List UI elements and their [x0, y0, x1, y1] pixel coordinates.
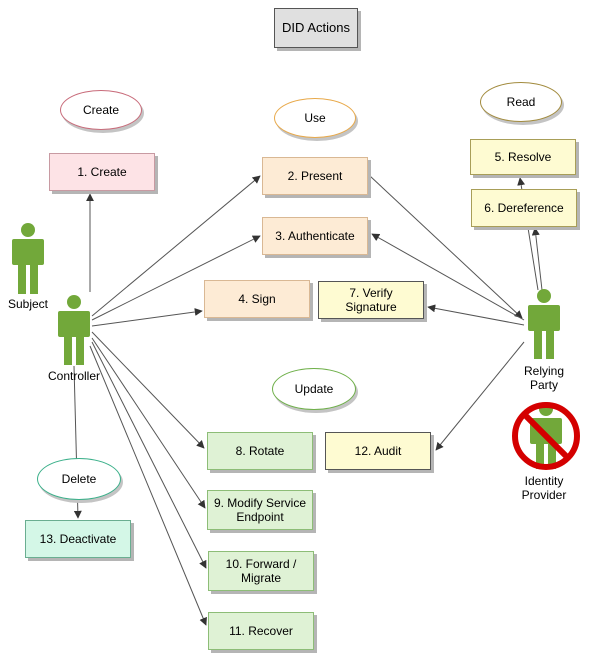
action-deactivate: 13. Deactivate: [25, 520, 131, 558]
action-resolve: 5. Resolve: [470, 139, 576, 175]
group-read-ellipse: Read: [480, 82, 562, 122]
action-authenticate: 3. Authenticate: [262, 217, 368, 255]
group-create-ellipse: Create: [60, 90, 142, 130]
action-create: 1. Create: [49, 153, 155, 191]
action-rotate: 8. Rotate: [207, 432, 313, 470]
identity-provider-label: Identity Provider: [521, 474, 567, 502]
action-forward-migrate: 10. Forward / Migrate: [208, 551, 314, 591]
action-present: 2. Present: [262, 157, 368, 195]
subject-actor-icon: [12, 223, 44, 294]
edge-controller-present: [91, 175, 261, 317]
action-recover: 11. Recover: [208, 612, 314, 650]
edge-relyingparty-audit: [435, 341, 525, 451]
action-sign: 4. Sign: [204, 280, 310, 318]
group-delete-ellipse: Delete: [37, 458, 121, 500]
action-verify-signature: 7. Verify Signature: [318, 281, 424, 319]
edge-relyingparty-verify: [427, 304, 525, 326]
group-use-ellipse: Use: [274, 98, 356, 138]
edge-controller-sign: [91, 308, 203, 327]
edge-controller-authenticate: [91, 235, 261, 321]
relying-party-label: Relying Party: [523, 364, 565, 392]
controller-actor-icon: [58, 295, 90, 365]
identity-provider-prohibited-icon: [512, 402, 580, 470]
relying-party-actor-icon: [528, 289, 560, 359]
edge-controller-forward: [91, 341, 207, 569]
group-update-ellipse: Update: [272, 368, 356, 410]
action-modify-service-endpoint: 9. Modify Service Endpoint: [207, 490, 313, 530]
edge-controller-rotate: [91, 331, 205, 449]
subject-label: Subject: [7, 297, 49, 311]
edge-relyingparty-authenticate: [371, 233, 525, 321]
edge-relyingparty-dereference: [531, 227, 543, 291]
edge-present-relyingparty: [369, 175, 523, 319]
action-dereference: 6. Dereference: [471, 189, 577, 227]
edge-controller-modify: [91, 337, 206, 509]
edge-controller-recover: [89, 345, 207, 626]
controller-label: Controller: [47, 369, 101, 383]
action-audit: 12. Audit: [325, 432, 431, 470]
diagram-title: DID Actions: [274, 8, 358, 48]
